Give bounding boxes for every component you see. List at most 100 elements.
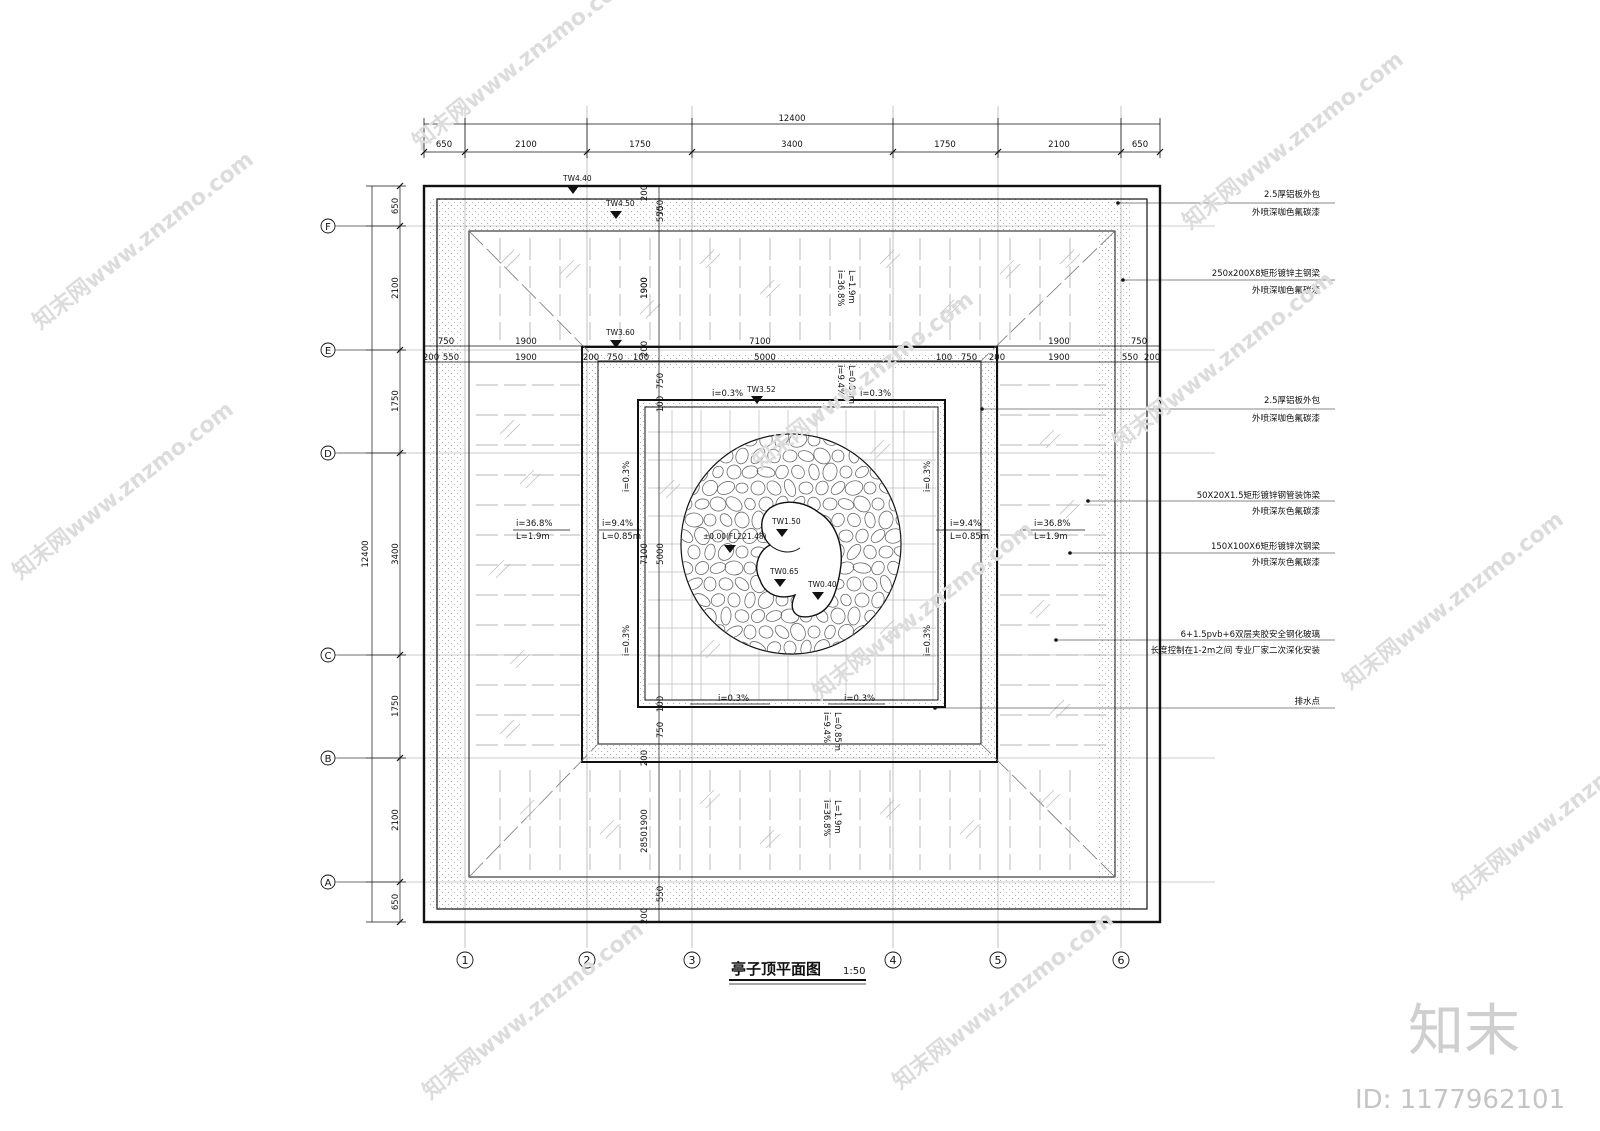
svg-text:TW3.52: TW3.52 [746, 385, 776, 394]
grid-bubble-col-5: 5 [995, 954, 1002, 967]
svg-text:750: 750 [656, 200, 666, 216]
elevation-tw040: TW0.40 [807, 580, 837, 600]
annotation-texts: 2.5厚铝板外包 外喷深咖色氟碳漆 250x200X8矩形镀锌主钢梁 外喷深咖色… [1151, 189, 1321, 707]
svg-text:750: 750 [656, 373, 666, 389]
annotation-6-line2: 长度控制在1-2m之间 专业厂家二次深化安装 [1151, 645, 1321, 656]
svg-text:200: 200 [640, 341, 650, 357]
image-id: ID: 1177962101 [1355, 1085, 1565, 1115]
svg-text:i=0.3%: i=0.3% [712, 389, 743, 399]
grid-bubble-row-D: D [324, 449, 332, 460]
svg-text:1750: 1750 [391, 695, 401, 717]
inner-ring-inner [597, 360, 982, 745]
svg-text:5000: 5000 [656, 543, 666, 565]
svg-text:知末网www.znzmo.com: 知末网www.znzmo.com [1178, 46, 1409, 234]
svg-text:200: 200 [583, 353, 599, 363]
grid-bubble-row-C: C [325, 651, 332, 662]
svg-text:2850: 2850 [640, 831, 650, 853]
svg-text:TW1.50: TW1.50 [771, 517, 801, 526]
svg-text:L=0.85m: L=0.85m [950, 532, 989, 542]
grid-bubble-row-F: F [325, 222, 331, 233]
title-text: 亭子顶平面图 [731, 960, 821, 978]
svg-text:1900: 1900 [640, 809, 650, 831]
slope-labels: i=36.8% L=1.9m i=9.4% L=0.85m i=9.4% L=0… [513, 270, 1085, 837]
svg-text:i=9.4%: i=9.4% [821, 712, 831, 743]
svg-text:L=0.85m: L=0.85m [602, 532, 641, 542]
svg-text:200: 200 [640, 908, 650, 924]
svg-text:5000: 5000 [754, 353, 776, 363]
svg-text:750: 750 [961, 353, 977, 363]
svg-text:1900: 1900 [1048, 337, 1070, 347]
svg-text:1750: 1750 [391, 390, 401, 412]
svg-text:i=0.3%: i=0.3% [622, 625, 632, 656]
svg-text:i=0.3%: i=0.3% [923, 625, 933, 656]
roof-outlines [422, 184, 1162, 924]
svg-text:1750: 1750 [629, 140, 651, 150]
svg-text:知末网www.znzmo.com: 知末网www.znzmo.com [408, 0, 639, 155]
roof-glass-edge [468, 230, 1116, 878]
svg-text:知末网www.znzmo.com: 知末网www.znzmo.com [418, 916, 649, 1104]
grid-bubble-col-6: 6 [1118, 954, 1125, 967]
svg-text:TW4.50: TW4.50 [605, 199, 635, 208]
inner-ring-outer [581, 346, 998, 763]
svg-text:1900: 1900 [640, 277, 650, 299]
svg-text:650: 650 [391, 198, 401, 214]
svg-text:100: 100 [936, 353, 952, 363]
annotation-7-line1: 排水点 [1294, 696, 1320, 707]
svg-text:3400: 3400 [391, 543, 401, 565]
svg-text:i=0.3%: i=0.3% [860, 389, 891, 399]
svg-text:TW0.40: TW0.40 [807, 580, 837, 589]
svg-text:200: 200 [640, 185, 650, 201]
roof-fascia [436, 198, 1148, 910]
svg-text:知末网www.znzmo.com: 知末网www.znzmo.com [1448, 716, 1600, 904]
svg-text:知末网www.znzmo.com: 知末网www.znzmo.com [1108, 266, 1339, 454]
grid-bubble-col-4: 4 [890, 954, 897, 967]
svg-text:i=0.3%: i=0.3% [718, 694, 749, 704]
svg-text:TW0.65: TW0.65 [769, 567, 799, 576]
dimension-lines [371, 123, 1160, 922]
svg-text:TW4.40: TW4.40 [562, 174, 592, 183]
svg-text:知末网www.znzmo.com: 知末网www.znzmo.com [8, 396, 239, 584]
annotation-5-line2: 外喷深灰色氟碳漆 [1252, 557, 1321, 568]
svg-text:L=1.9m: L=1.9m [1034, 532, 1068, 542]
watermark-logo: 知末 ID: 1177962101 [1355, 999, 1565, 1115]
annotation-1-line1: 2.5厚铝板外包 [1264, 189, 1321, 200]
annotation-4-line1: 50X20X1.5矩形镀锌钢管装饰梁 [1197, 490, 1321, 501]
svg-text:550: 550 [1122, 353, 1138, 363]
svg-text:i=9.4%: i=9.4% [835, 365, 845, 396]
svg-text:100: 100 [656, 696, 666, 712]
grid-bubble-col-1: 1 [462, 954, 469, 967]
svg-text:i=0.3%: i=0.3% [622, 461, 632, 492]
elevation-tw065: TW0.65 [769, 567, 799, 587]
svg-text:i=36.8%: i=36.8% [821, 800, 831, 837]
grid-bubble-row-A: A [325, 878, 332, 889]
svg-text:12400: 12400 [361, 540, 371, 567]
svg-text:L=0.85m: L=0.85m [846, 365, 856, 404]
grid-bubble-row-B: B [325, 754, 332, 765]
elevation-tw450: TW4.50 [605, 199, 635, 219]
svg-text:550: 550 [656, 886, 666, 902]
annotation-leaders [933, 201, 1335, 710]
svg-text:1750: 1750 [934, 140, 956, 150]
svg-text:L=1.9m: L=1.9m [832, 800, 842, 834]
svg-text:1900: 1900 [1048, 353, 1070, 363]
annotation-2-line2: 外喷深咖色氟碳漆 [1252, 285, 1321, 296]
svg-text:7100: 7100 [749, 337, 771, 347]
grid-bubble-row-E: E [325, 346, 331, 357]
annotation-4-line2: 外喷深灰色氟碳漆 [1252, 506, 1321, 517]
svg-text:750: 750 [607, 353, 623, 363]
svg-text:550: 550 [656, 206, 666, 222]
drawing-title: 亭子顶平面图 1:50 [729, 960, 866, 985]
svg-text:2100: 2100 [391, 277, 401, 299]
title-scale: 1:50 [843, 966, 865, 977]
svg-text:750: 750 [438, 337, 454, 347]
svg-text:1900: 1900 [515, 353, 537, 363]
svg-text:200: 200 [423, 353, 439, 363]
svg-text:知末网www.znzmo.com: 知末网www.znzmo.com [888, 906, 1119, 1094]
grid-bubble-col-3: 3 [689, 954, 696, 967]
svg-text:12400: 12400 [778, 114, 805, 124]
svg-text:TW3.60: TW3.60 [605, 328, 635, 337]
svg-text:200: 200 [989, 353, 1005, 363]
svg-text:L=0.85m: L=0.85m [832, 712, 842, 751]
svg-text:750: 750 [656, 722, 666, 738]
